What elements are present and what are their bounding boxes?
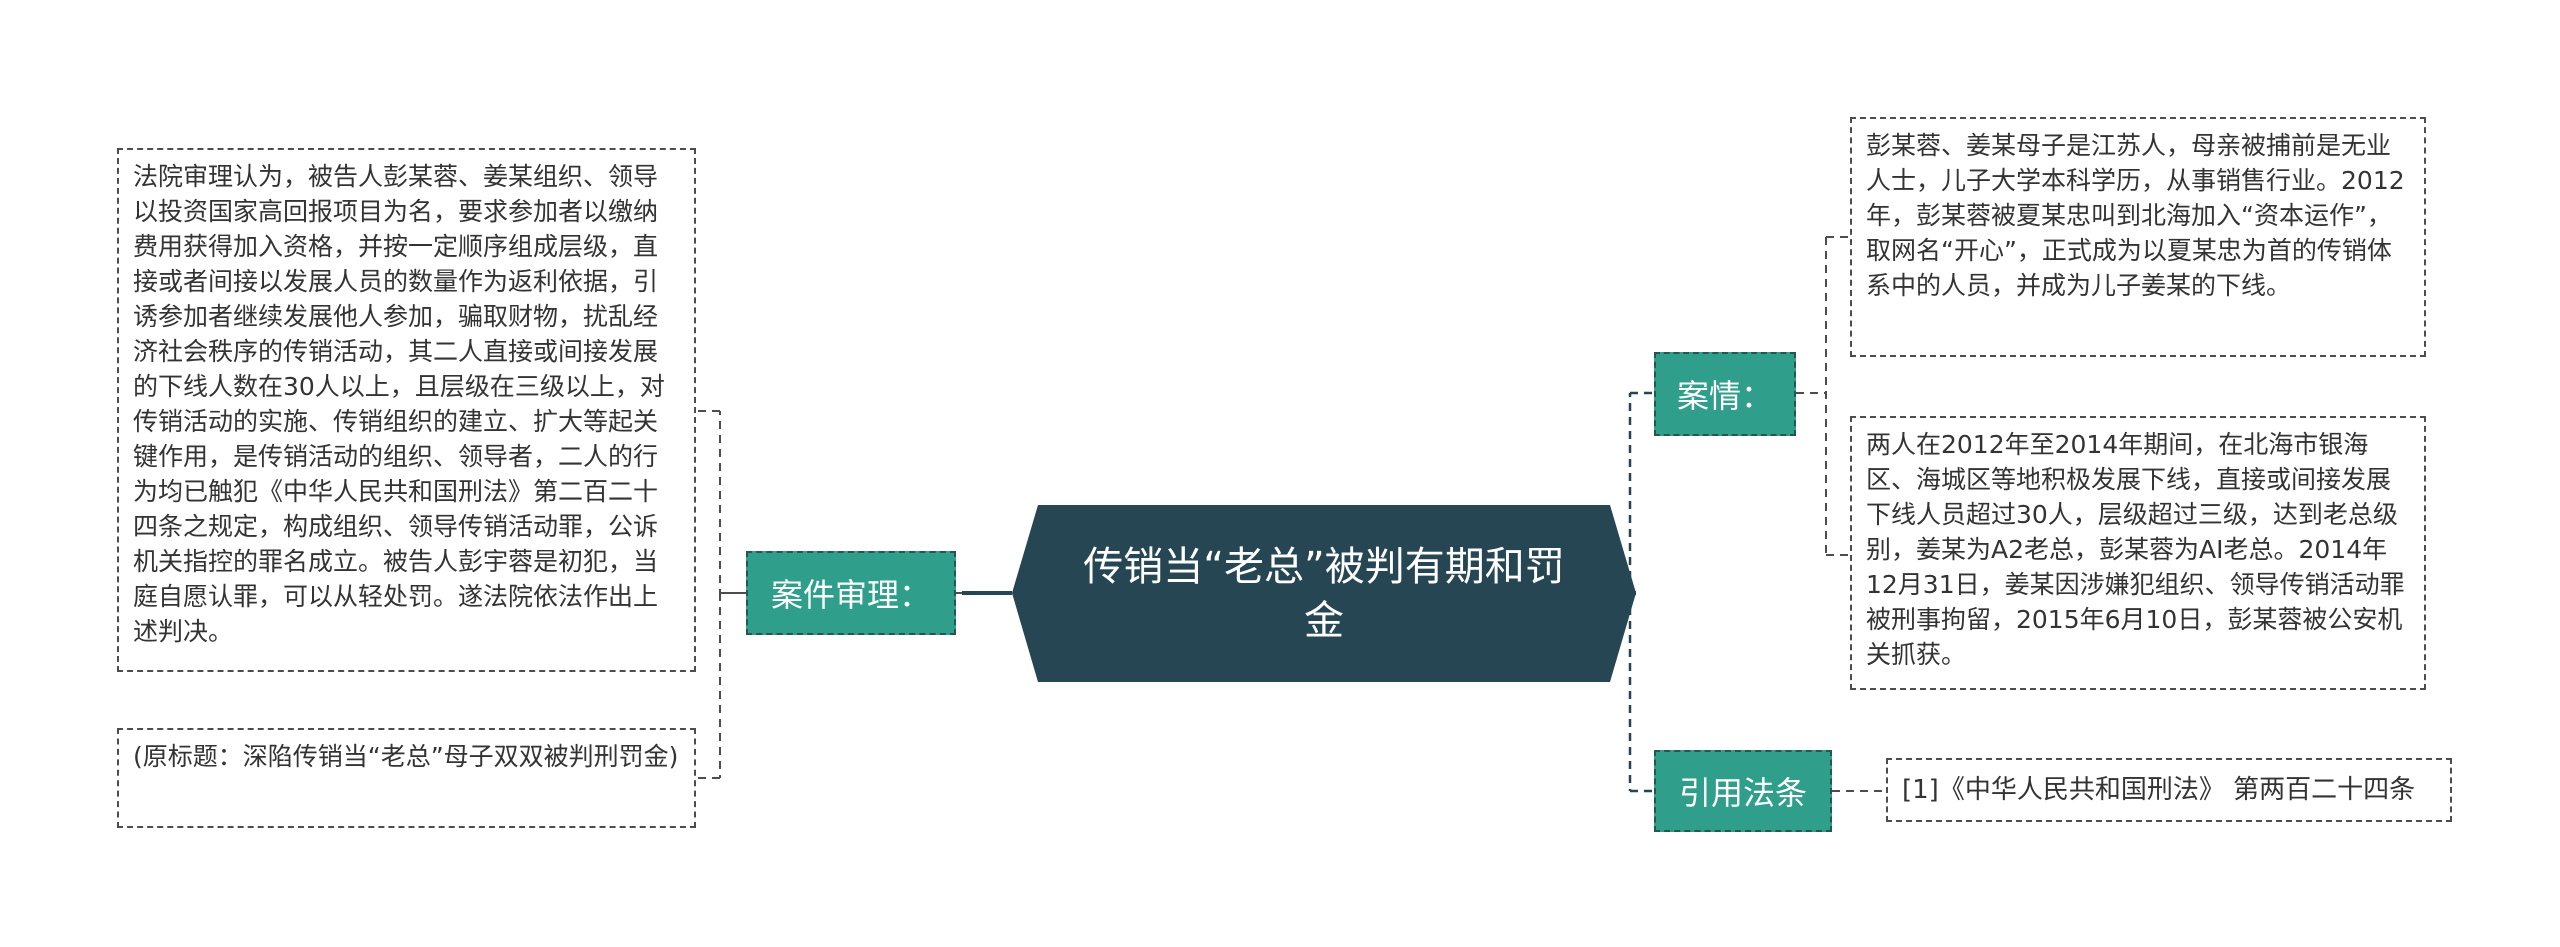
note-case-development[interactable]: 两人在2012年至2014年期间，在北海市银海区、海城区等地积极发展下线，直接或… bbox=[1850, 416, 2426, 690]
connector-case-notes bbox=[1796, 236, 1850, 556]
note-case-background-text: 彭某蓉、姜某母子是江苏人，母亲被捕前是无业人士，儿子大学本科学历，从事销售行业。… bbox=[1866, 131, 2405, 300]
branch-case-details-label: 案情： bbox=[1676, 377, 1773, 415]
note-original-title-text: (原标题：深陷传销当“老总”母子双双被判刑罚金) bbox=[133, 742, 679, 771]
note-original-title[interactable]: (原标题：深陷传销当“老总”母子双双被判刑罚金) bbox=[117, 728, 696, 828]
branch-case-details[interactable]: 案情： bbox=[1654, 352, 1796, 436]
central-hexagon bbox=[1012, 505, 1636, 682]
note-court-opinion-text: 法院审理认为，被告人彭某蓉、姜某组织、领导以投资国家高回报项目为名，要求参加者以… bbox=[133, 162, 665, 646]
note-cited-law-text: [1]《中华人民共和国刑法》 第两百二十四条 bbox=[1902, 775, 2416, 805]
branch-case-trial[interactable]: 案件审理： bbox=[746, 551, 956, 635]
central-topic-label: 传销当“老总”被判有期和罚金 bbox=[1083, 543, 1565, 644]
note-court-opinion[interactable]: 法院审理认为，被告人彭某蓉、姜某组织、领导以投资国家高回报项目为名，要求参加者以… bbox=[117, 148, 696, 672]
branch-cited-law-label: 引用法条 bbox=[1678, 774, 1807, 812]
central-topic-node[interactable]: 传销当“老总”被判有期和罚金 bbox=[1012, 505, 1636, 682]
branch-cited-law[interactable]: 引用法条 bbox=[1654, 750, 1832, 832]
note-cited-law[interactable]: [1]《中华人民共和国刑法》 第两百二十四条 bbox=[1886, 758, 2452, 822]
connector-left-notes bbox=[696, 410, 962, 779]
note-case-development-text: 两人在2012年至2014年期间，在北海市银海区、海城区等地积极发展下线，直接或… bbox=[1866, 430, 2405, 669]
note-case-background[interactable]: 彭某蓉、姜某母子是江苏人，母亲被捕前是无业人士，儿子大学本科学历，从事销售行业。… bbox=[1850, 117, 2426, 357]
branch-case-trial-label: 案件审理： bbox=[770, 576, 931, 614]
